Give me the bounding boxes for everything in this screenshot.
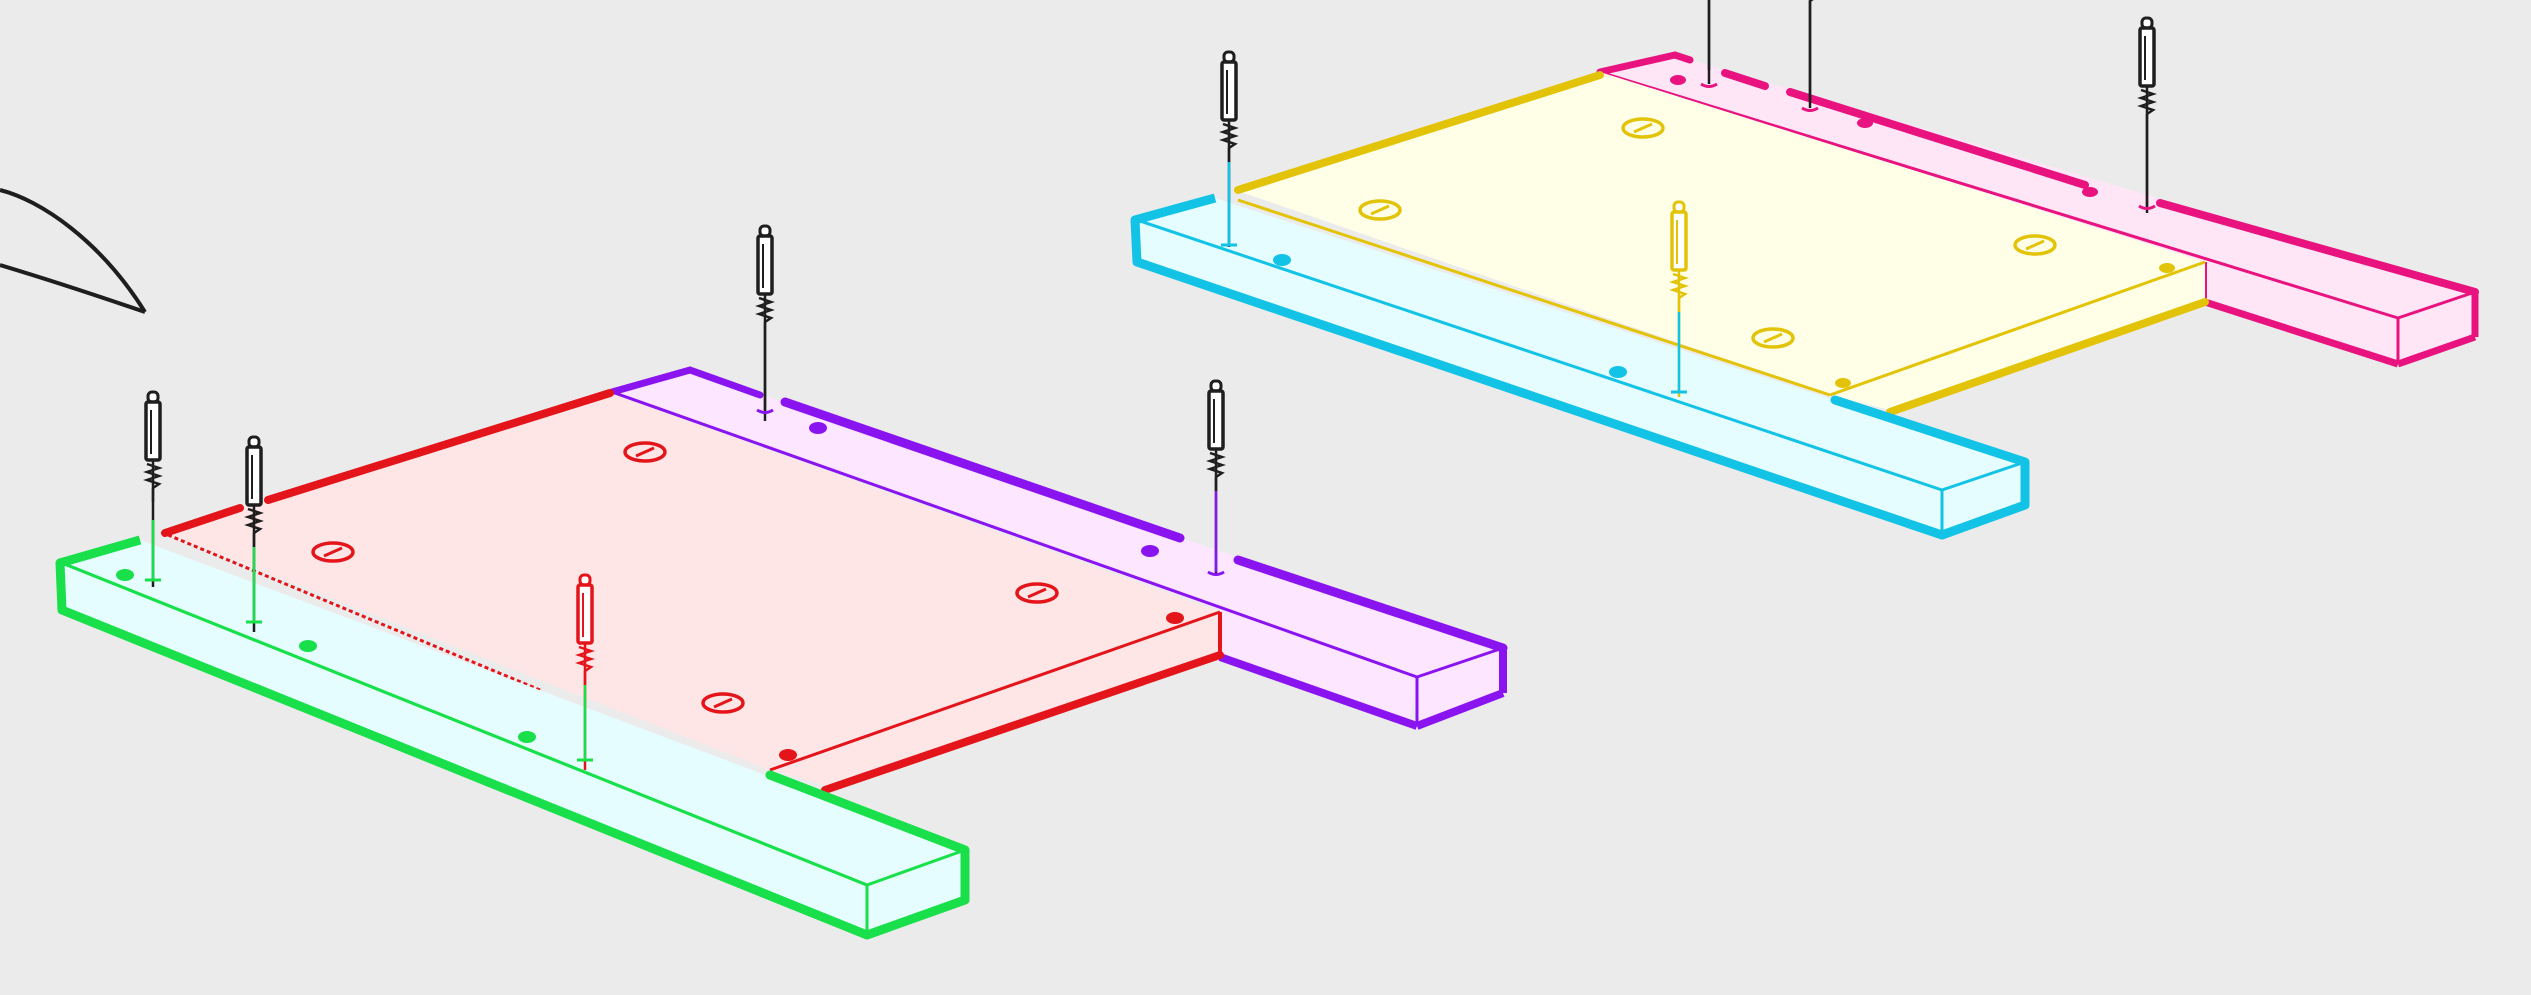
step-1-front-rail: [55, 535, 970, 940]
step-2-assembly: [1130, 0, 2479, 540]
step-1-panel: [161, 389, 1224, 794]
step-2-screw-holes: [1221, 0, 2156, 394]
arrow-icon: [0, 188, 147, 314]
step-1-assembly: [55, 224, 1508, 940]
step-2-panel: [1234, 71, 2209, 416]
step-2-back-rail: [1596, 51, 2479, 368]
step-1-screw-holes: [145, 336, 1225, 762]
step-2-front-rail: [1130, 193, 2030, 540]
step-1-back-rail: [608, 366, 1508, 730]
